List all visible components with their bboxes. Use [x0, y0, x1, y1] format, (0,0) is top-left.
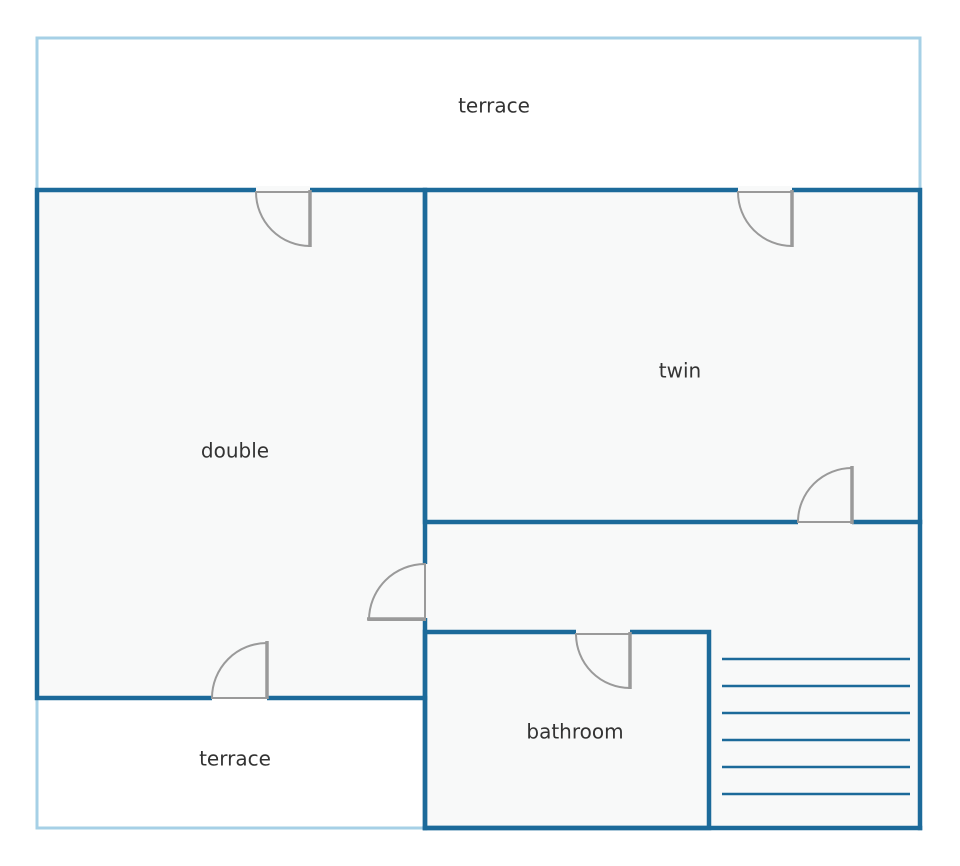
door-double-top[interactable] — [254, 190, 312, 248]
door-twin-top[interactable] — [736, 190, 794, 248]
staircase — [722, 657, 910, 796]
interior-floor-lower — [425, 522, 920, 828]
terrace-bottom-area — [35, 696, 427, 830]
door-double-side[interactable] — [367, 562, 426, 621]
door-double-bottom[interactable] — [210, 641, 269, 699]
room-label-double: double — [201, 439, 269, 463]
terrace-top-area — [35, 36, 922, 192]
room-label-terrace-top: terrace — [458, 94, 530, 118]
door-bathroom[interactable] — [574, 632, 632, 690]
bathroom-walls — [422, 629, 712, 831]
room-label-terrace-bottom: terrace — [199, 747, 271, 771]
room-label-bathroom: bathroom — [526, 720, 623, 744]
door-twin-bottom[interactable] — [796, 466, 854, 524]
twin-room-walls — [422, 187, 923, 525]
room-label-twin: twin — [659, 359, 701, 383]
